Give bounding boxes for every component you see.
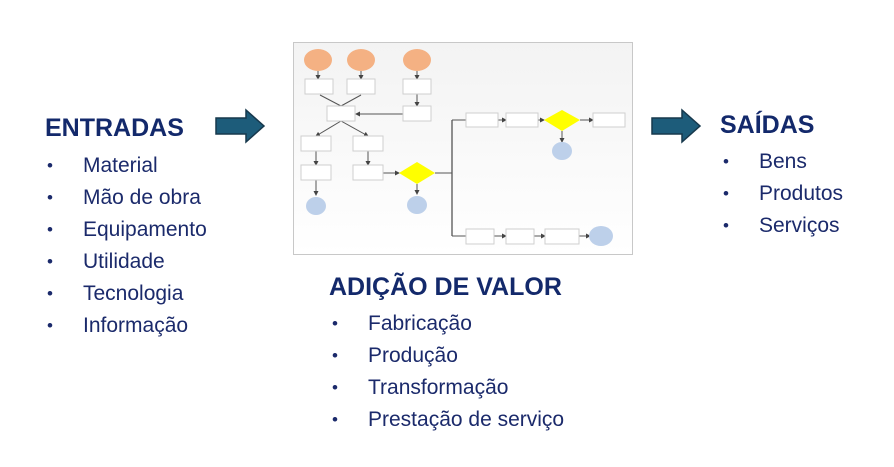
start-node <box>347 49 375 71</box>
end-node <box>306 197 326 215</box>
process-box <box>592 112 626 128</box>
process-box <box>300 135 332 152</box>
value-add-list-item: Fabricação <box>330 308 564 340</box>
process-box <box>505 112 539 128</box>
process-boxes <box>300 78 626 245</box>
process-box <box>300 164 332 181</box>
process-box <box>544 228 580 245</box>
inputs-list-item: Tecnologia <box>45 278 207 310</box>
outputs-title: SAÍDAS <box>720 111 815 139</box>
process-box <box>465 228 495 245</box>
process-box <box>352 164 384 181</box>
end-node <box>407 196 427 214</box>
process-box <box>352 135 384 152</box>
outputs-list: Bens Produtos Serviços <box>721 146 843 242</box>
end-nodes <box>306 142 613 246</box>
process-flowchart <box>293 42 633 255</box>
inputs-list: Material Mão de obra Equipamento Utilida… <box>45 150 207 342</box>
process-box <box>304 78 334 95</box>
process-box <box>505 228 535 245</box>
outputs-list-item: Serviços <box>721 210 843 242</box>
inputs-list-item: Material <box>45 150 207 182</box>
start-node <box>403 49 431 71</box>
inputs-list-item: Mão de obra <box>45 182 207 214</box>
flowchart-connectors <box>313 71 594 239</box>
inputs-list-item: Informação <box>45 310 207 342</box>
start-nodes <box>304 49 431 71</box>
value-add-list: Fabricação Produção Transformação Presta… <box>330 308 564 436</box>
decision-diamond <box>544 110 580 131</box>
value-add-list-item: Produção <box>330 340 564 372</box>
outputs-list-item: Bens <box>721 146 843 178</box>
process-box <box>465 112 499 128</box>
value-add-list-item: Prestação de serviço <box>330 404 564 436</box>
process-box <box>326 105 356 122</box>
inputs-list-item: Equipamento <box>45 214 207 246</box>
right-arrow-icon <box>215 108 266 144</box>
process-box <box>346 78 376 95</box>
end-node <box>589 226 613 246</box>
decision-nodes <box>399 110 580 184</box>
process-box <box>402 78 432 95</box>
outputs-list-item: Produtos <box>721 178 843 210</box>
process-box <box>402 105 432 122</box>
inputs-list-item: Utilidade <box>45 246 207 278</box>
flowchart-frame <box>293 42 633 255</box>
value-add-list-item: Transformação <box>330 372 564 404</box>
value-add-title: ADIÇÃO DE VALOR <box>329 273 562 301</box>
right-arrow-icon <box>651 108 702 144</box>
start-node <box>304 49 332 71</box>
end-node <box>552 142 572 160</box>
decision-diamond <box>399 162 435 184</box>
inputs-title: ENTRADAS <box>45 114 184 142</box>
